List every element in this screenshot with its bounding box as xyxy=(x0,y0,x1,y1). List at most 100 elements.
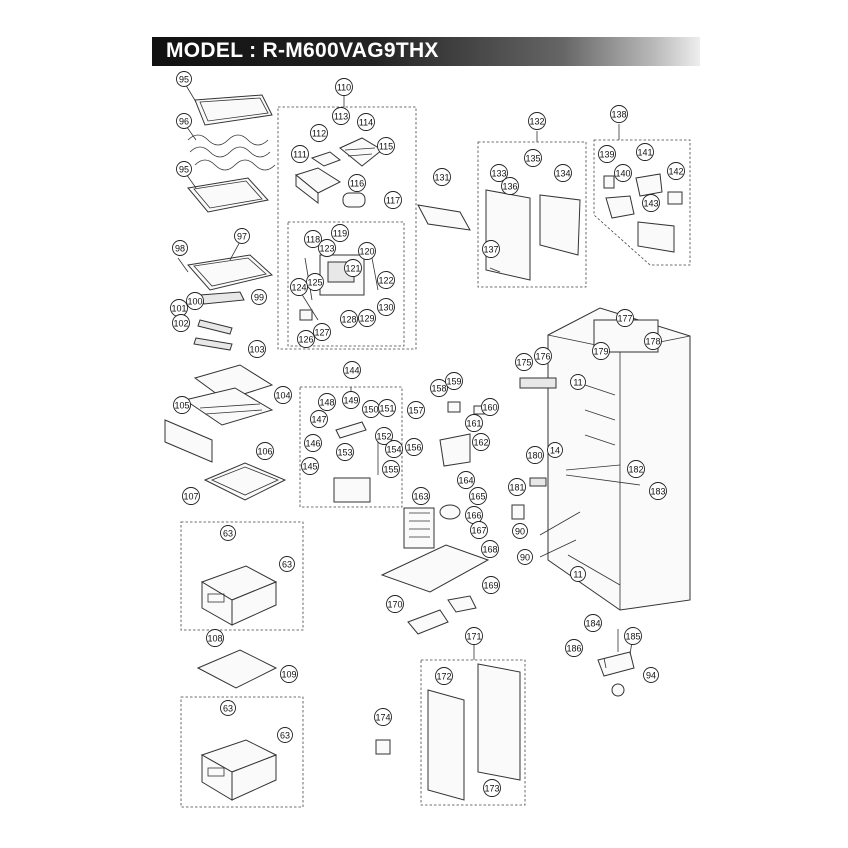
callout-124: 124 xyxy=(290,278,308,296)
callout-label: 178 xyxy=(645,337,660,347)
callout-95b: 95 xyxy=(176,161,192,177)
callout-label: 103 xyxy=(249,345,264,355)
callout-label: 149 xyxy=(343,396,358,406)
gasket-116 xyxy=(342,192,366,208)
callout-label: 166 xyxy=(466,511,481,521)
ice-bin xyxy=(294,167,342,205)
callout-label: 180 xyxy=(527,451,542,461)
callout-112: 112 xyxy=(310,124,328,142)
callout-166: 166 xyxy=(465,506,483,524)
callout-label: 118 xyxy=(306,235,320,245)
freezer-door-panels xyxy=(375,663,521,801)
callout-label: 142 xyxy=(668,167,683,177)
callout-label: 133 xyxy=(491,169,506,179)
callout-label: 108 xyxy=(207,634,222,644)
callout-163: 163 xyxy=(412,487,430,505)
callout-label: 144 xyxy=(344,366,359,376)
callout-label: 141 xyxy=(637,148,652,158)
callout-label: 134 xyxy=(555,169,570,179)
callout-label: 175 xyxy=(516,358,531,368)
callout-154: 154 xyxy=(385,440,403,458)
callout-label: 167 xyxy=(471,526,486,536)
part-180 xyxy=(529,477,547,487)
door-panel xyxy=(485,189,581,281)
part-181 xyxy=(511,504,525,520)
callout-119: 119 xyxy=(331,224,349,242)
callout-172: 172 xyxy=(435,667,453,685)
callout-label: 119 xyxy=(333,229,347,239)
callout-label: 105 xyxy=(174,401,189,411)
door-group-171 xyxy=(420,659,526,806)
callout-117: 117 xyxy=(384,191,402,209)
model-title: MODEL : R-M600VAG9THX xyxy=(166,39,439,62)
callout-97: 97 xyxy=(234,228,250,244)
callout-120: 120 xyxy=(358,242,376,260)
callout-165: 165 xyxy=(469,487,487,505)
callout-label: 101 xyxy=(171,304,186,314)
callout-label: 115 xyxy=(379,142,393,152)
callout-141: 141 xyxy=(636,143,654,161)
callout-143: 143 xyxy=(642,194,660,212)
callout-186: 186 xyxy=(565,639,583,657)
callout-175: 175 xyxy=(515,353,533,371)
callout-145: 145 xyxy=(301,457,319,475)
callout-167: 167 xyxy=(470,521,488,539)
callout-178: 178 xyxy=(644,332,662,350)
callout-183: 183 xyxy=(649,482,667,500)
callout-label: 154 xyxy=(386,445,401,455)
callout-label: 176 xyxy=(535,352,550,362)
callout-label: 63 xyxy=(223,529,233,539)
callout-162: 162 xyxy=(472,433,490,451)
callout-label: 63 xyxy=(282,560,292,570)
callout-148: 148 xyxy=(318,393,336,411)
vegetable-box-group-107 xyxy=(180,521,304,631)
callout-label: 147 xyxy=(311,415,326,425)
callout-label: 111 xyxy=(293,150,307,160)
callout-label: 146 xyxy=(305,439,320,449)
callout-150: 150 xyxy=(362,400,380,418)
callout-138: 138 xyxy=(610,105,628,123)
callout-136: 136 xyxy=(501,177,519,195)
callout-label: 97 xyxy=(237,232,247,242)
callout-135: 135 xyxy=(524,149,542,167)
model-banner: MODEL : R-M600VAG9THX xyxy=(152,37,700,66)
callout-label: 121 xyxy=(345,264,360,274)
group-138 xyxy=(593,139,691,266)
callout-11b: 11 xyxy=(570,566,586,582)
dispenser-parts-138 xyxy=(603,173,683,253)
callout-157: 157 xyxy=(407,401,425,419)
vegetable-box-group-109 xyxy=(180,696,304,808)
callout-label: 157 xyxy=(408,406,423,416)
wine-rack xyxy=(187,134,276,171)
callout-95a: 95 xyxy=(176,71,192,87)
callout-label: 183 xyxy=(650,487,665,497)
glass-shelf-middle xyxy=(187,177,269,213)
callout-108: 108 xyxy=(206,629,224,647)
callout-label: 122 xyxy=(378,276,393,286)
callout-153: 153 xyxy=(336,443,354,461)
callout-label: 98 xyxy=(175,244,185,254)
callout-126: 126 xyxy=(297,330,315,348)
callout-128: 128 xyxy=(340,310,358,328)
callout-100: 100 xyxy=(186,292,204,310)
callout-label: 116 xyxy=(350,179,364,189)
callout-180: 180 xyxy=(526,446,544,464)
callout-105: 105 xyxy=(173,396,191,414)
callout-174: 174 xyxy=(374,708,392,726)
callout-11a: 11 xyxy=(570,374,586,390)
callout-104: 104 xyxy=(274,386,292,404)
callout-label: 117 xyxy=(386,196,400,206)
callout-155: 155 xyxy=(382,460,400,478)
callout-123: 123 xyxy=(318,239,336,257)
callout-184: 184 xyxy=(584,614,602,632)
callout-label: 162 xyxy=(473,438,488,448)
callout-label: 186 xyxy=(566,644,581,654)
callout-160: 160 xyxy=(481,398,499,416)
callout-label: 155 xyxy=(383,465,398,475)
callout-147: 147 xyxy=(310,410,328,428)
callout-134: 134 xyxy=(554,164,572,182)
callout-label: 158 xyxy=(431,384,446,394)
callout-label: 110 xyxy=(337,83,351,93)
callout-label: 123 xyxy=(319,244,334,254)
